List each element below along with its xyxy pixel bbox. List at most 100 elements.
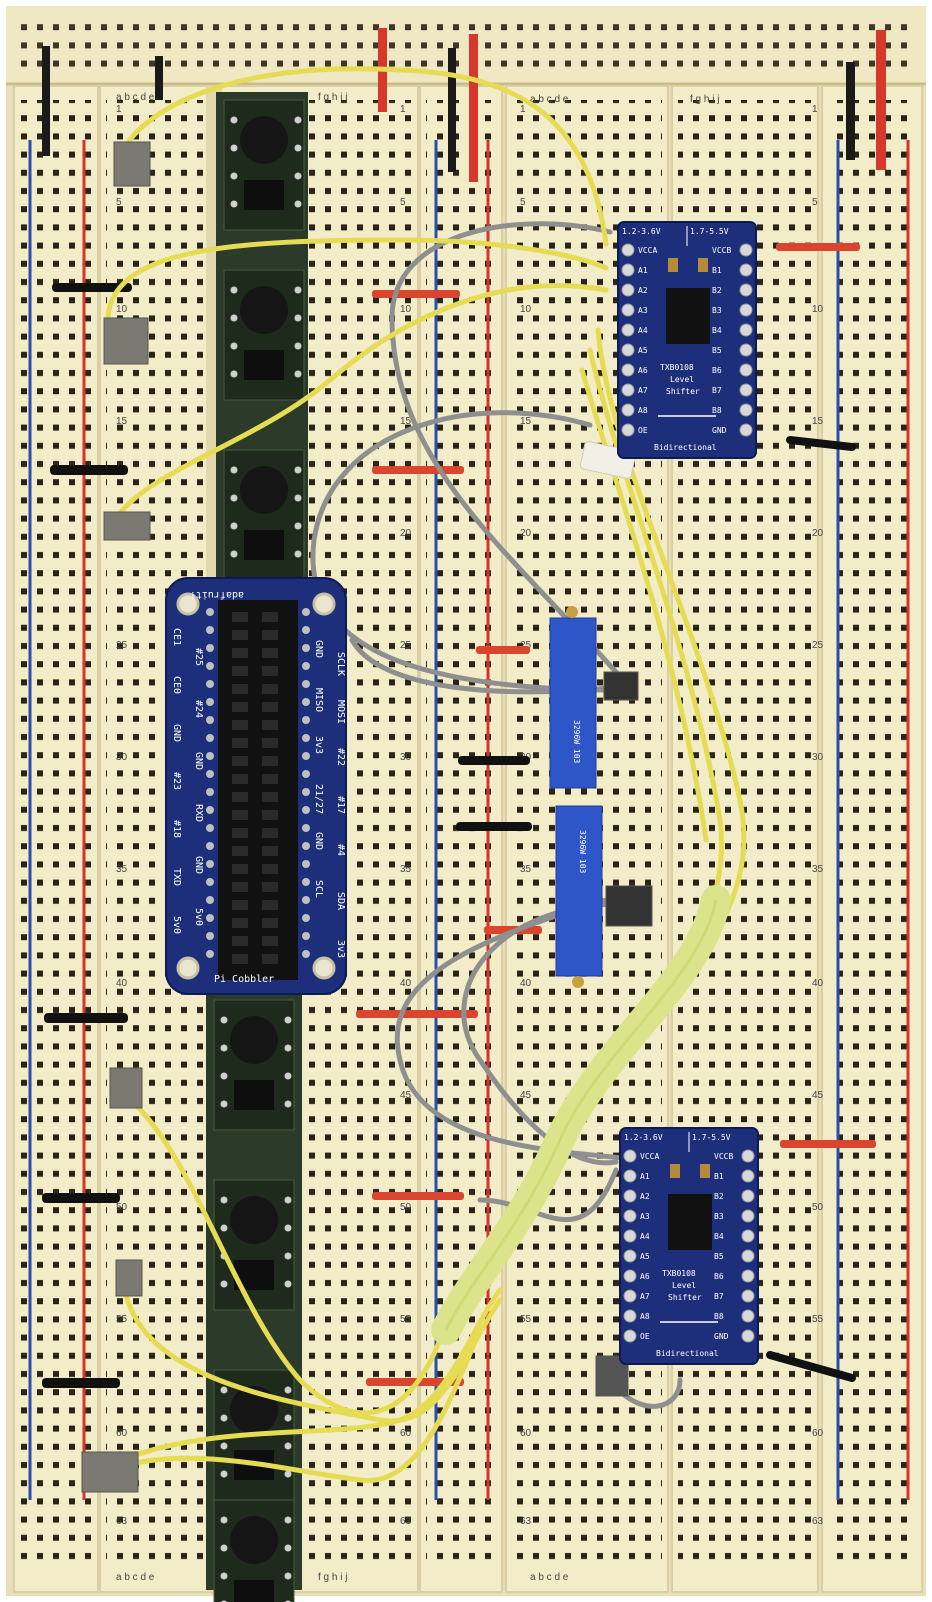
cobbler-pin [302, 860, 310, 868]
shifter-pin-label: A3 [640, 1212, 650, 1221]
shifter-pin-label: B7 [712, 386, 722, 395]
cobbler-pin-label: CE0 [171, 676, 182, 694]
shifter-pin-label: B7 [714, 1292, 724, 1301]
cobbler-pin [302, 770, 310, 778]
svg-text:3296W 103: 3296W 103 [572, 720, 581, 764]
row-number: 20 [520, 528, 532, 539]
sensor-dome [230, 1516, 278, 1564]
shifter-pin [621, 383, 635, 397]
sensor-pad [294, 522, 302, 530]
row-number: 10 [520, 304, 532, 315]
sensor-pad [284, 1470, 292, 1478]
cobbler-socket [218, 600, 298, 980]
sensor-pad [220, 1442, 228, 1450]
sensor-pad [230, 342, 238, 350]
sensor-pad [230, 144, 238, 152]
column-letters: f g h i j [318, 92, 347, 103]
cobbler-pin-label: 5v0 [193, 908, 204, 926]
sensor-pad [220, 1044, 228, 1052]
shifter-pin [623, 1209, 637, 1223]
trimpot-bottom: 3296W 103 [555, 805, 603, 988]
shifter-cap [670, 1164, 680, 1178]
row-number: 15 [116, 416, 128, 427]
shifter-pin-label: VCCB [712, 246, 731, 255]
shifter-title: Shifter [668, 1293, 702, 1302]
socket-slot [232, 612, 248, 622]
cobbler-pin-label: #25 [193, 648, 204, 666]
shifter-pin [623, 1309, 637, 1323]
sensor-strip [206, 92, 308, 1602]
sensor-pad [220, 1280, 228, 1288]
sensor-pad [284, 1016, 292, 1024]
sensor-pad [284, 1224, 292, 1232]
socket-slot [262, 666, 278, 676]
row-number: 60 [400, 1428, 412, 1439]
cobbler-pin-label: GND [313, 640, 324, 658]
shifter-title: Shifter [666, 387, 700, 396]
shifter-pin [739, 243, 753, 257]
shifter-pin-label: A2 [640, 1192, 650, 1201]
shifter-pin [623, 1189, 637, 1203]
row-number: 1 [400, 104, 406, 115]
sensor-pad [294, 314, 302, 322]
shifter-pin-label: A5 [638, 346, 648, 355]
cobbler-pin [302, 824, 310, 832]
row-number: 1 [116, 104, 122, 115]
sensor-pad [220, 1470, 228, 1478]
shifter-pin-label: GND [714, 1332, 729, 1341]
sensor-pad [220, 1100, 228, 1108]
socket-slot [262, 846, 278, 856]
shifter-pin-label: B6 [712, 366, 722, 375]
row-number: 40 [400, 978, 412, 989]
row-number: 5 [400, 197, 406, 208]
cobbler-pin [206, 734, 214, 742]
shifter-pin-label: A4 [638, 326, 648, 335]
shifter-pin-label: A7 [638, 386, 648, 395]
sensor-pad [284, 1100, 292, 1108]
row-number: 63 [520, 1516, 532, 1527]
shifter-pin [739, 303, 753, 317]
socket-slot [262, 810, 278, 820]
row-number: 55 [812, 1314, 824, 1325]
cobbler-pin-label: 3v3 [335, 940, 346, 958]
socket-slot [262, 774, 278, 784]
cobbler-pin [206, 932, 214, 940]
shifter-header-right: 1.7-5.5V [690, 227, 729, 236]
sensor-chip [234, 1580, 274, 1602]
row-number: 50 [812, 1202, 824, 1213]
shifter-pin [741, 1229, 755, 1243]
sensor-chip [244, 530, 284, 560]
cobbler-pin [206, 680, 214, 688]
sensor-pad [294, 550, 302, 558]
shifter-pin-label: A8 [640, 1312, 650, 1321]
shifter-pin [621, 323, 635, 337]
shifter-pin-label: A6 [640, 1272, 650, 1281]
row-number: 60 [520, 1428, 532, 1439]
row-number: 35 [520, 864, 532, 875]
shifter-pin [739, 343, 753, 357]
cobbler-pin-label: MOSI [335, 700, 346, 724]
shifter-pin-label: OE [638, 426, 648, 435]
shifter-pin [739, 403, 753, 417]
sensor-pad [284, 1280, 292, 1288]
cobbler-pin [206, 770, 214, 778]
sensor-pad [230, 314, 238, 322]
cobbler-pin-label: 5v0 [171, 916, 182, 934]
row-number: 25 [116, 640, 128, 651]
cobbler-pin [302, 788, 310, 796]
shifter-cap [700, 1164, 710, 1178]
socket-slot [262, 630, 278, 640]
socket-slot [262, 792, 278, 802]
socket-slot [262, 954, 278, 964]
shifter-pin-label: A5 [640, 1252, 650, 1261]
hole-grid [828, 100, 916, 1570]
socket-slot [262, 648, 278, 658]
sensor-pad [284, 1044, 292, 1052]
shifter-pin-label: B8 [712, 406, 722, 415]
socket-slot [232, 756, 248, 766]
cobbler-pin [302, 734, 310, 742]
shifter-pin [741, 1249, 755, 1263]
sensor-pad [230, 116, 238, 124]
